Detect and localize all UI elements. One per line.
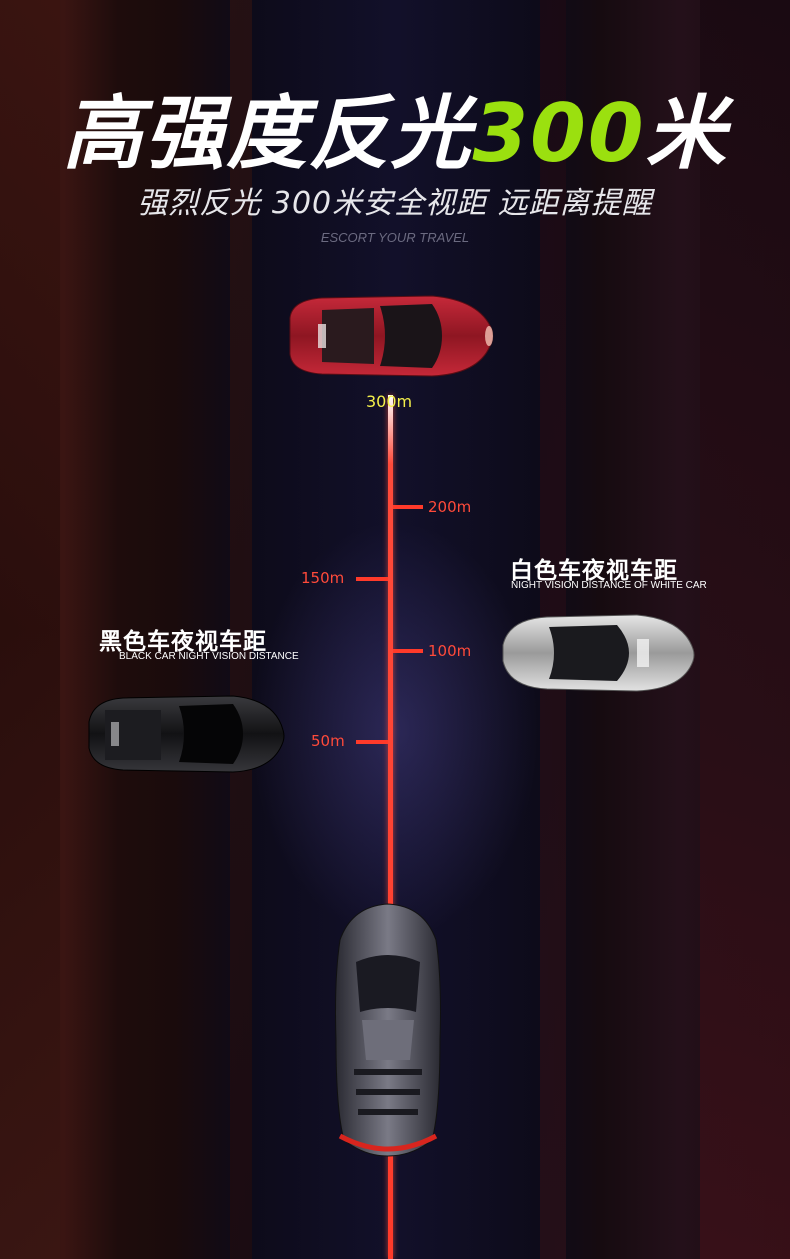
gray-car-icon — [335, 903, 441, 1157]
distance-line — [388, 395, 393, 1259]
headline-text: 高强度反光 — [62, 87, 473, 180]
headline-suffix: 米 — [645, 87, 728, 180]
marker-50m: 50m — [311, 732, 345, 750]
headlight-glow — [250, 520, 540, 940]
white-car-caption-title: 白色车夜视车距 — [510, 558, 678, 584]
subtitle: 强烈反光 300米安全视距 远距离提醒 — [137, 186, 653, 221]
tick-200 — [393, 505, 423, 509]
tick-100 — [393, 649, 423, 653]
white-car-caption-subtitle: NIGHT VISION DISTANCE OF WHITE CAR — [511, 580, 707, 591]
curtain-stripe — [0, 0, 60, 1259]
black-car-caption-subtitle: BLACK CAR NIGHT VISION DISTANCE — [119, 651, 299, 662]
red-car-icon — [289, 295, 494, 377]
marker-100m: 100m — [428, 642, 472, 660]
headline: 高强度反光300米 — [0, 88, 790, 180]
tagline: ESCORT YOUR TRAVEL — [320, 230, 470, 245]
marker-200m: 200m — [428, 498, 472, 516]
black-car-caption-title: 黑色车夜视车距 — [99, 629, 267, 655]
tick-50 — [356, 740, 388, 744]
curtain-stripe — [230, 0, 252, 1259]
marker-150m: 150m — [301, 569, 345, 587]
marker-300m: 300m — [366, 392, 413, 411]
curtain-stripe — [700, 0, 790, 1259]
white-car-icon — [502, 614, 695, 692]
black-car-icon — [88, 695, 285, 773]
headline-highlight: 300 — [472, 87, 646, 180]
tick-150 — [356, 577, 388, 581]
